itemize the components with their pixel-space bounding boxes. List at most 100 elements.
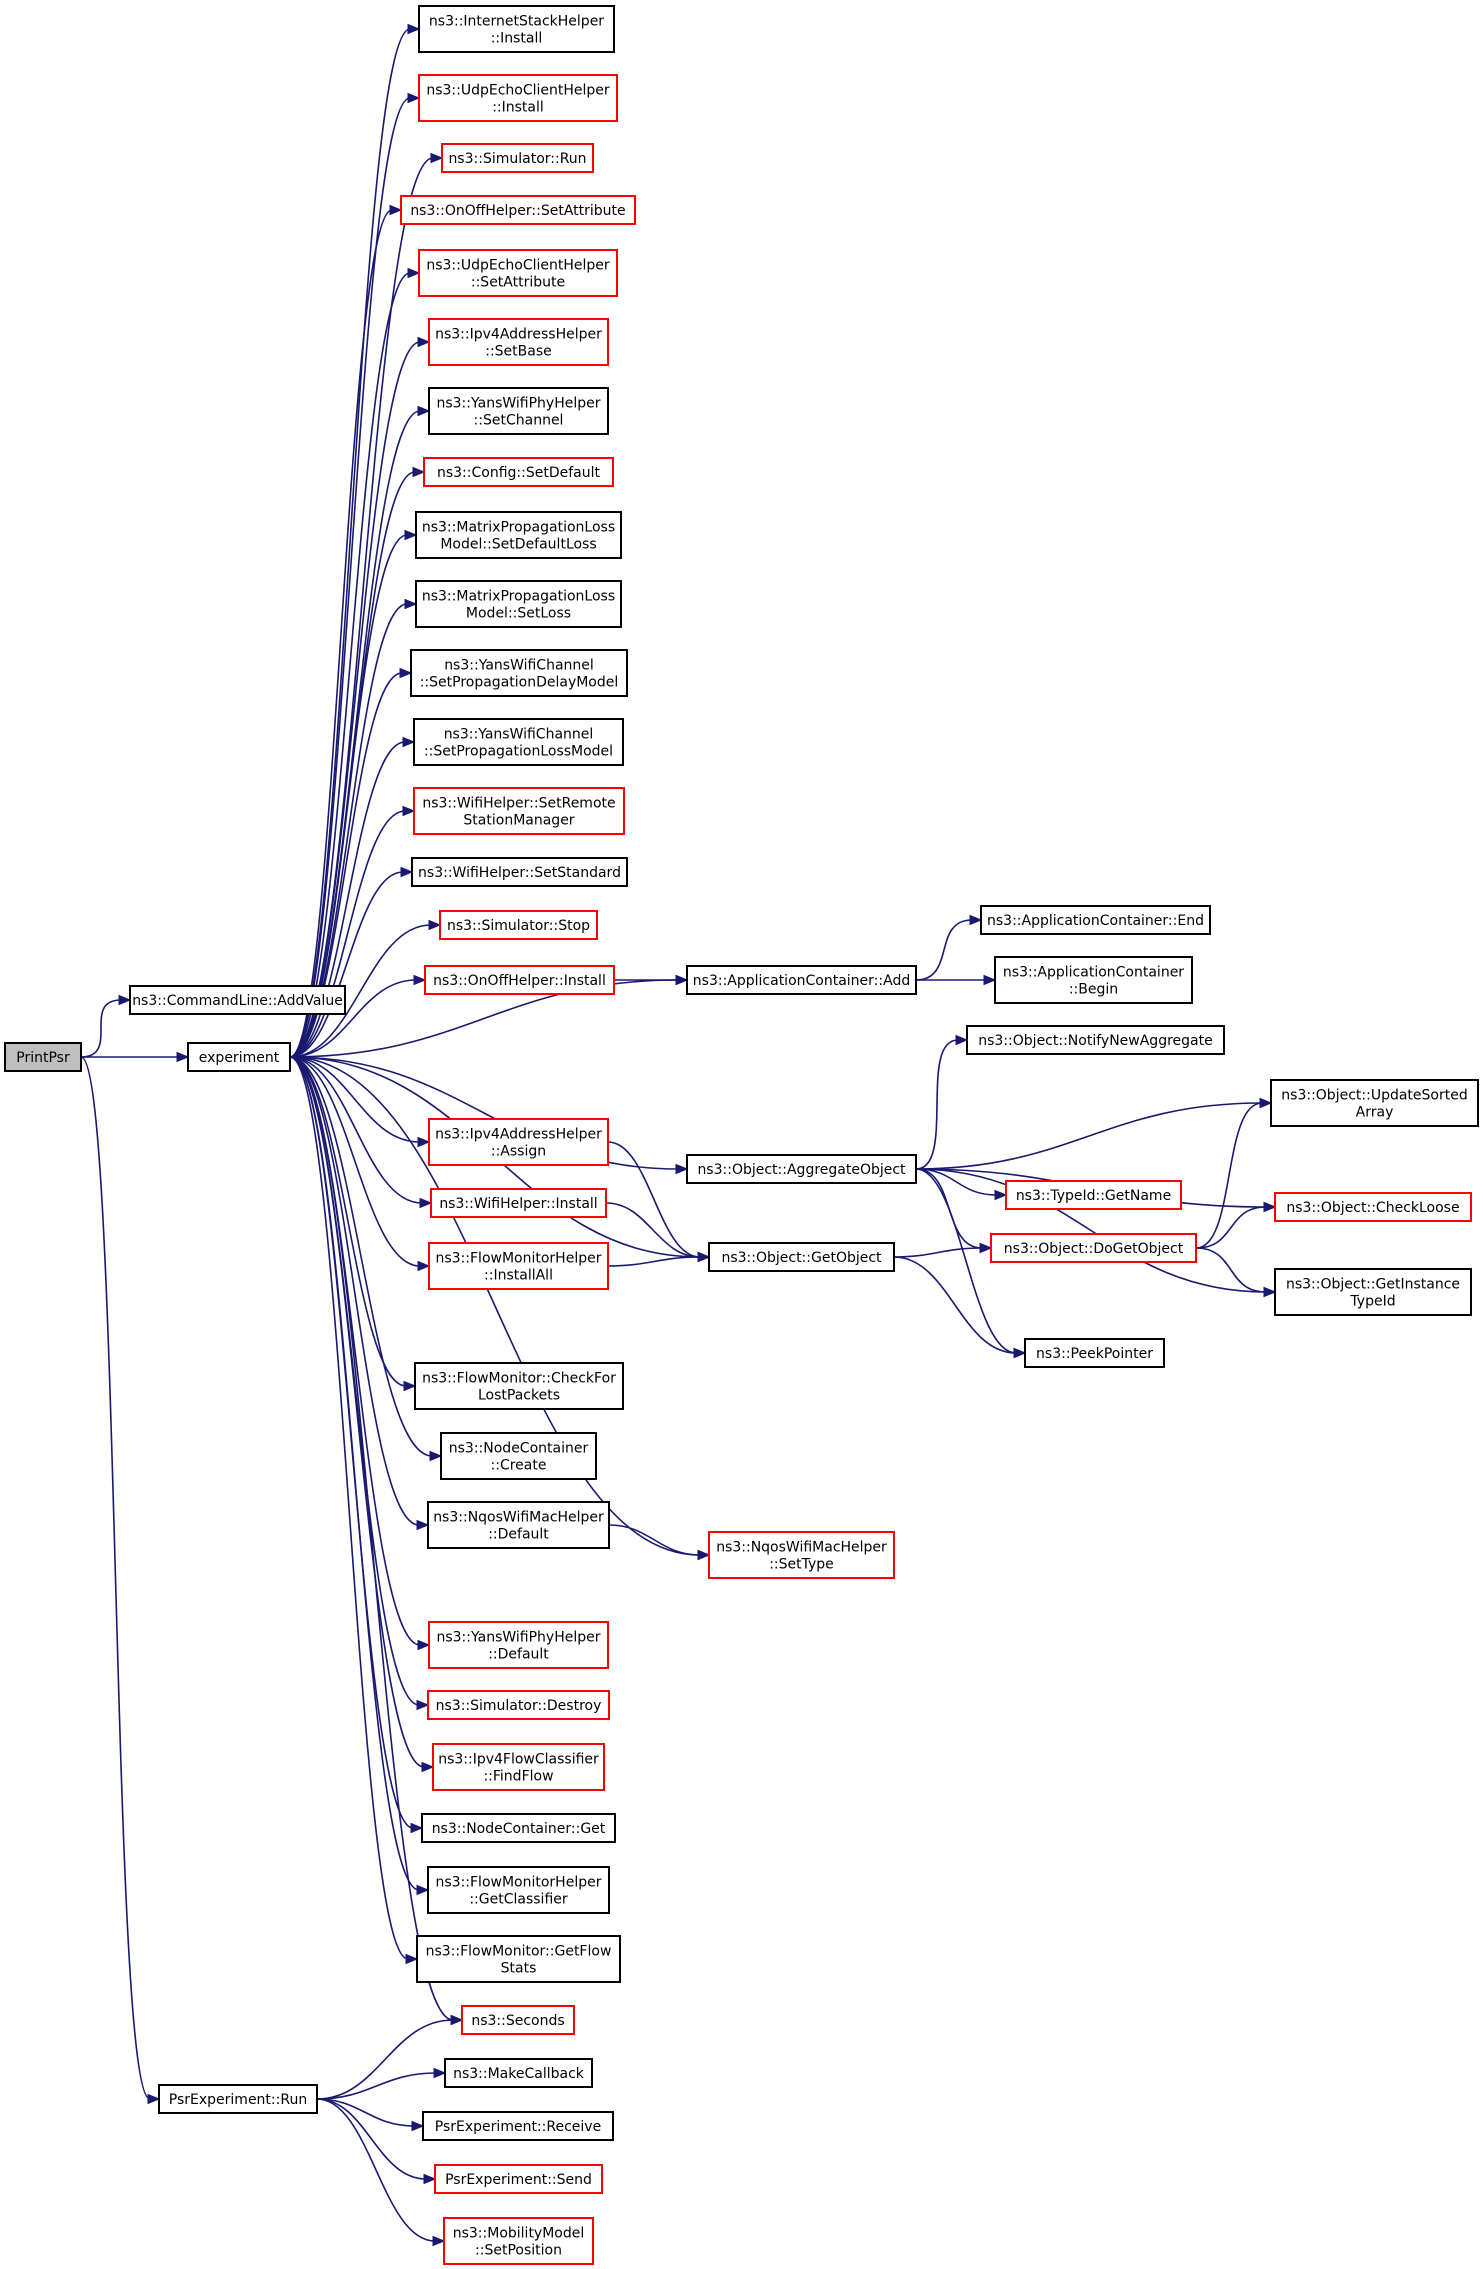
node-dogetobj[interactable]: ns3::Object::DoGetObject [990, 1233, 1197, 1263]
node-box[interactable] [428, 1621, 609, 1669]
node-box[interactable] [427, 1690, 610, 1720]
node-box[interactable] [1274, 1192, 1472, 1222]
node-box[interactable] [434, 2164, 603, 2194]
node-box[interactable] [441, 143, 594, 173]
node-box[interactable] [4, 1042, 82, 1072]
node-nccreate[interactable]: ns3::NodeContainer::Create [440, 1432, 597, 1480]
node-box[interactable] [411, 857, 628, 887]
node-onoffinst[interactable]: ns3::OnOffHelper::Install [424, 965, 615, 995]
node-box[interactable] [440, 1432, 597, 1480]
node-seconds[interactable]: ns3::Seconds [461, 2005, 575, 2035]
node-box[interactable] [423, 457, 614, 487]
node-box[interactable] [994, 956, 1193, 1004]
node-box[interactable] [1270, 1079, 1479, 1127]
node-ipv4base[interactable]: ns3::Ipv4AddressHelper::SetBase [428, 318, 609, 366]
node-appbegin[interactable]: ns3::ApplicationContainer::Begin [994, 956, 1193, 1004]
node-ncget[interactable]: ns3::NodeContainer::Get [421, 1813, 616, 1843]
node-box[interactable] [428, 1118, 609, 1166]
node-ywcloss[interactable]: ns3::YansWifiChannel::SetPropagationLoss… [413, 718, 624, 766]
node-box[interactable] [400, 195, 636, 225]
node-box[interactable] [418, 74, 618, 122]
node-printpsr[interactable]: PrintPsr [4, 1042, 82, 1072]
node-typeidname[interactable]: ns3::TypeId::GetName [1005, 1180, 1182, 1210]
node-box[interactable] [708, 1242, 895, 1272]
node-box[interactable] [461, 2005, 575, 2035]
node-box[interactable] [416, 1935, 621, 1983]
node-box[interactable] [432, 1743, 605, 1791]
node-udpinst[interactable]: ns3::UdpEchoClientHelper::Install [418, 74, 618, 122]
node-box[interactable] [428, 1242, 609, 1290]
node-wifiinst[interactable]: ns3::WifiHelper::Install [430, 1188, 607, 1218]
node-box[interactable] [430, 1188, 607, 1218]
node-simstop[interactable]: ns3::Simulator::Stop [439, 910, 598, 940]
node-box[interactable] [1005, 1180, 1182, 1210]
node-nqosdef[interactable]: ns3::NqosWifiMacHelper::Default [427, 1501, 610, 1549]
node-box[interactable] [421, 1813, 616, 1843]
node-box[interactable] [686, 965, 917, 995]
node-onoffset[interactable]: ns3::OnOffHelper::SetAttribute [400, 195, 636, 225]
node-nqostype[interactable]: ns3::NqosWifiMacHelper::SetType [708, 1531, 895, 1579]
node-box[interactable] [427, 1501, 610, 1549]
node-getobj[interactable]: ns3::Object::GetObject [708, 1242, 895, 1272]
node-simdestroy[interactable]: ns3::Simulator::Destroy [427, 1690, 610, 1720]
node-ipv4assign[interactable]: ns3::Ipv4AddressHelper::Assign [428, 1118, 609, 1166]
node-box[interactable] [414, 1362, 624, 1410]
node-ipv4flow[interactable]: ns3::Ipv4FlowClassifier::FindFlow [432, 1743, 605, 1791]
node-box[interactable] [708, 1531, 895, 1579]
node-box[interactable] [980, 905, 1211, 935]
node-box[interactable] [439, 910, 598, 940]
node-fmhall[interactable]: ns3::FlowMonitorHelper::InstallAll [428, 1242, 609, 1290]
node-checkloose[interactable]: ns3::Object::CheckLoose [1274, 1192, 1472, 1222]
node-makecb[interactable]: ns3::MakeCallback [444, 2058, 593, 2088]
node-box[interactable] [413, 787, 625, 835]
node-yansdef[interactable]: ns3::YansWifiPhyHelper::Default [428, 1621, 609, 1669]
node-box[interactable] [443, 2217, 594, 2265]
node-box[interactable] [129, 985, 346, 1015]
node-mpldef[interactable]: ns3::MatrixPropagationLossModel::SetDefa… [415, 511, 622, 559]
node-box[interactable] [410, 649, 628, 697]
node-box[interactable] [428, 318, 609, 366]
node-notifyagg[interactable]: ns3::Object::NotifyNewAggregate [966, 1025, 1225, 1055]
node-udpset[interactable]: ns3::UdpEchoClientHelper::SetAttribute [418, 249, 618, 297]
node-box[interactable] [1274, 1268, 1472, 1316]
node-box[interactable] [158, 2084, 318, 2114]
node-box[interactable] [444, 2058, 593, 2088]
node-box[interactable] [990, 1233, 1197, 1263]
node-aggobj[interactable]: ns3::Object::AggregateObject [686, 1154, 917, 1184]
node-wifistd[interactable]: ns3::WifiHelper::SetStandard [411, 857, 628, 887]
node-append[interactable]: ns3::ApplicationContainer::End [980, 905, 1211, 935]
node-psrrun[interactable]: PsrExperiment::Run [158, 2084, 318, 2114]
node-box[interactable] [415, 511, 622, 559]
node-psrrecv[interactable]: PsrExperiment::Receive [422, 2111, 614, 2141]
node-box[interactable] [418, 5, 615, 53]
node-simrun[interactable]: ns3::Simulator::Run [441, 143, 594, 173]
node-appadd[interactable]: ns3::ApplicationContainer::Add [686, 965, 917, 995]
node-box[interactable] [1024, 1338, 1165, 1368]
node-box[interactable] [422, 2111, 614, 2141]
node-experiment[interactable]: experiment [187, 1042, 291, 1072]
node-box[interactable] [413, 718, 624, 766]
node-yanssetch[interactable]: ns3::YansWifiPhyHelper::SetChannel [428, 387, 609, 435]
node-peekptr[interactable]: ns3::PeekPointer [1024, 1338, 1165, 1368]
node-addvalue[interactable]: ns3::CommandLine::AddValue [129, 985, 346, 1015]
node-fmhclass[interactable]: ns3::FlowMonitorHelper::GetClassifier [427, 1866, 610, 1914]
node-cfgdef[interactable]: ns3::Config::SetDefault [423, 457, 614, 487]
node-mobsetpos[interactable]: ns3::MobilityModel::SetPosition [443, 2217, 594, 2265]
node-iststack[interactable]: ns3::InternetStackHelper::Install [418, 5, 615, 53]
node-box[interactable] [427, 1866, 610, 1914]
node-box[interactable] [187, 1042, 291, 1072]
node-box[interactable] [966, 1025, 1225, 1055]
node-box[interactable] [686, 1154, 917, 1184]
node-box[interactable] [428, 387, 609, 435]
node-box[interactable] [418, 249, 618, 297]
node-box[interactable] [424, 965, 615, 995]
node-psrsend[interactable]: PsrExperiment::Send [434, 2164, 603, 2194]
node-box[interactable] [415, 580, 622, 628]
node-ywcdelay[interactable]: ns3::YansWifiChannel::SetPropagationDela… [410, 649, 628, 697]
